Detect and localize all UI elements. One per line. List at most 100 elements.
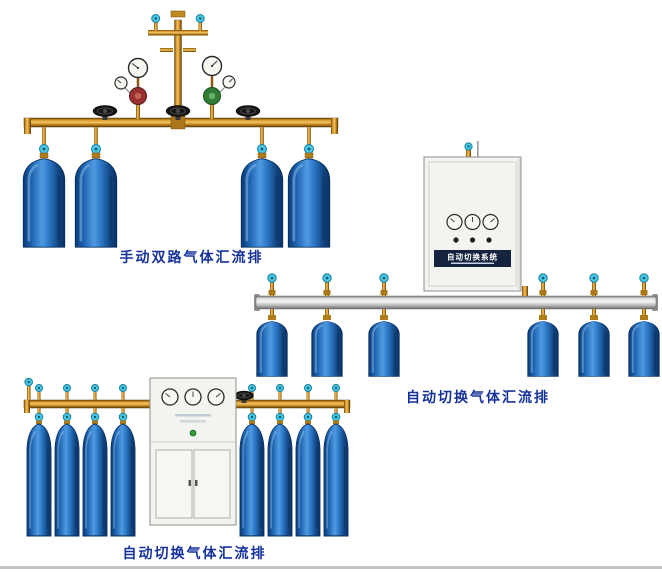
cylinder-station: [109, 384, 137, 537]
control-knob: [453, 237, 459, 243]
gas-cylinder: [266, 423, 294, 537]
caption-auto-switch-floor-manifold: 自动切换气体汇流排: [122, 545, 267, 561]
door-handle: [195, 480, 198, 486]
cylinder-valve-knob: [62, 412, 72, 422]
indicator-light: [189, 429, 197, 437]
gas-cylinder: [53, 423, 81, 537]
cabinet-door: [155, 449, 193, 519]
cylinder-station: [21, 127, 67, 248]
gas-cylinder: [367, 321, 401, 377]
valve-knob-icon: [151, 14, 161, 23]
cabinet-door: [193, 449, 231, 519]
cylinder-valve-knob: [91, 144, 101, 154]
valve-knob-icon: [464, 142, 473, 151]
valve-knob-icon: [24, 377, 34, 387]
cylinder-valve-knob: [303, 412, 313, 422]
pressure-gauge: [464, 213, 481, 231]
pressure-gauge: [114, 76, 128, 90]
valve-knob-icon: [267, 273, 277, 283]
cylinder-valve-knob: [39, 144, 49, 154]
shutoff-valve-handwheel: [165, 105, 191, 120]
pressure-gauge: [446, 213, 463, 231]
gas-cylinder: [255, 321, 289, 377]
cylinder-valve-knob: [118, 412, 128, 422]
cylinder-valve-knob: [331, 412, 341, 422]
manifold-header-pipe: [23, 115, 339, 134]
gas-cylinder: [322, 423, 350, 537]
gas-cylinder: [109, 423, 137, 537]
valve-knob-icon: [248, 384, 256, 392]
pressure-gauge: [201, 55, 223, 77]
pressure-regulator: [114, 57, 149, 119]
cylinder-station: [239, 127, 285, 248]
pressure-gauge: [207, 388, 225, 406]
gas-cylinder: [526, 321, 560, 377]
cylinder-valve-knob: [34, 412, 44, 422]
cylinder-valve-knob: [257, 144, 267, 154]
valve-knob-icon: [63, 384, 71, 392]
bottom-divider: [0, 566, 662, 569]
valve-knob-icon: [332, 384, 340, 392]
pressure-regulator: [201, 55, 236, 119]
gas-cylinder: [21, 158, 67, 248]
gas-cylinder: [25, 423, 53, 537]
valve-knob-icon: [379, 273, 389, 283]
valve-knob-icon: [589, 273, 599, 283]
cylinder-station: [81, 384, 109, 537]
valve-knob-icon: [119, 384, 127, 392]
cylinder-valve-knob: [247, 412, 257, 422]
gas-cylinder: [627, 321, 661, 377]
valve-knob-icon: [91, 384, 99, 392]
valve-knob-icon: [276, 384, 284, 392]
collector-rail: [254, 294, 658, 311]
cylinder-station: [255, 273, 289, 377]
cylinder-station: [266, 384, 294, 537]
cylinder-valve-knob: [90, 412, 100, 422]
pressure-gauge: [161, 388, 179, 406]
pressure-gauge: [127, 57, 149, 79]
valve-knob-icon: [35, 384, 43, 392]
gas-cylinder: [81, 423, 109, 537]
cylinder-station: [53, 384, 81, 537]
pressure-gauge: [184, 388, 202, 406]
valve-knob-icon: [538, 273, 548, 283]
shutoff-valve-handwheel: [92, 105, 118, 120]
cylinder-station: [294, 384, 322, 537]
door-handle: [188, 480, 191, 486]
manual-dual-manifold-illustration: [21, 10, 339, 248]
inlet-fitting: [24, 377, 34, 400]
auto-switch-wall-manifold-illustration: 自动切换系统: [254, 141, 661, 377]
cylinder-station: [310, 273, 344, 377]
cylinder-station: [25, 384, 53, 537]
control-knob: [486, 237, 492, 243]
shutoff-valve-handwheel: [234, 390, 254, 403]
shutoff-valve-handwheel: [235, 105, 261, 120]
control-cabinet: 自动切换系统: [423, 141, 528, 296]
caption-auto-switch-wall-manifold: 自动切换气体汇流排: [406, 389, 550, 405]
pressure-gauge: [222, 75, 236, 89]
cylinder-station: [322, 384, 350, 537]
valve-knob-icon: [322, 273, 332, 283]
valve-knob-icon: [195, 14, 205, 23]
cylinder-station: [286, 127, 332, 248]
gas-cylinder: [294, 423, 322, 537]
inlet-riser-pipe: [148, 10, 208, 121]
gas-cylinder: [310, 321, 344, 377]
cylinder-station: [526, 273, 560, 377]
cylinder-station: [627, 273, 661, 377]
auto-switch-floor-manifold-illustration: [23, 377, 351, 537]
cylinder-station: [73, 127, 119, 248]
pressure-gauge: [482, 213, 499, 231]
cylinder-station: [367, 273, 401, 377]
cylinder-valve-knob: [275, 412, 285, 422]
caption-manual-dual-manifold: 手动双路气体汇流排: [119, 249, 264, 265]
gas-cylinder: [238, 423, 266, 537]
valve-knob-icon: [639, 273, 649, 283]
cylinder-station: [577, 273, 611, 377]
gas-cylinder: [73, 158, 119, 248]
valve-knob-icon: [304, 384, 312, 392]
gas-cylinder: [577, 321, 611, 377]
control-knob: [469, 237, 476, 243]
control-cabinet: [149, 377, 237, 526]
